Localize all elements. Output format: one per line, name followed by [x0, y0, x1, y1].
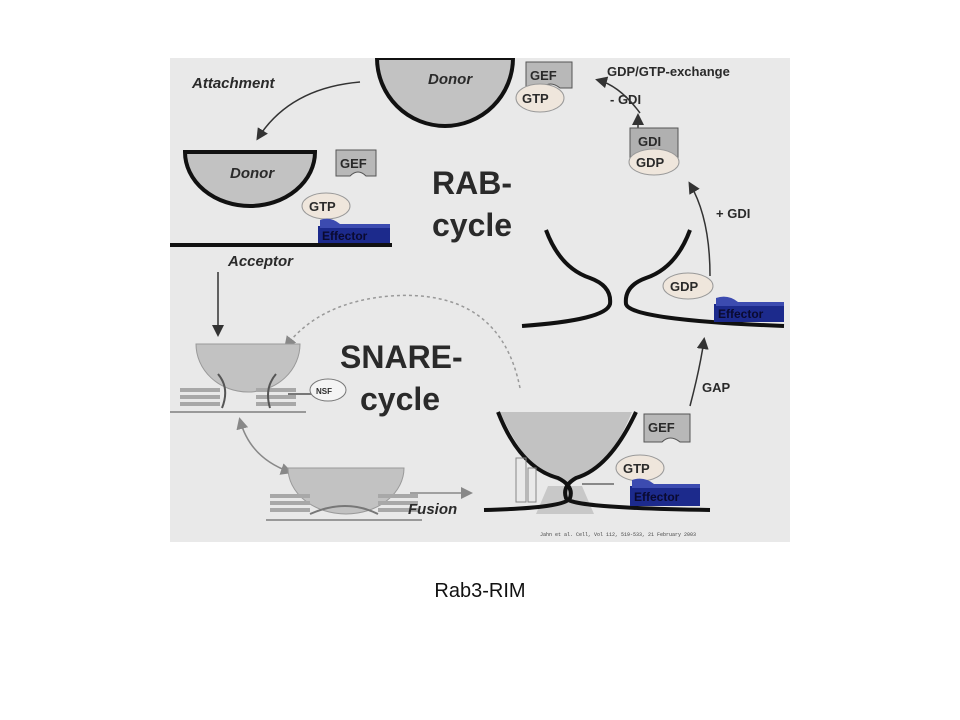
- minus-gdi-label: - GDI: [610, 92, 641, 107]
- docked-gtp-label: GTP: [309, 199, 336, 214]
- gdi-label: GDI: [638, 134, 661, 149]
- snare-docking-complex: NSF: [170, 343, 347, 413]
- acceptor-label: Acceptor: [227, 253, 294, 270]
- gdi-gdp-label: GDP: [636, 155, 665, 170]
- rab-cycle-title-line1: RAB-: [432, 165, 512, 201]
- docked-gef: GEF: [335, 149, 377, 177]
- attachment-label: Attachment: [191, 75, 276, 92]
- fusion-gef: GEF: [643, 413, 691, 443]
- fusion-gtp: GTP: [615, 454, 665, 482]
- top-gtp-label: GTP: [522, 91, 549, 106]
- docked-effector-label: Effector: [322, 229, 368, 243]
- post-fusion-membrane-left: [521, 229, 613, 328]
- top-donor-label: Donor: [428, 71, 473, 88]
- citation-text: Jahn et al. Cell, Vol 112, 519-533, 21 F…: [540, 532, 696, 538]
- post-fusion-effector: Effector: [714, 296, 784, 322]
- post-fusion-membrane-right: [623, 229, 785, 328]
- fusion-gef-label: GEF: [648, 420, 675, 435]
- slide-caption: Rab3-RIM: [434, 580, 526, 602]
- top-donor-vesicle: Donor: [374, 58, 516, 128]
- rab-cycle-title-line2: cycle: [432, 207, 512, 243]
- docking-hemifusion-arrow: [236, 417, 293, 475]
- top-gef: GEF: [525, 61, 573, 89]
- attachment-arrow: [256, 81, 361, 141]
- gdp-gtp-exchange-label: GDP/GTP-exchange: [607, 64, 730, 79]
- rab-snare-cycle-figure: Donor GEF GTP GDP/GTP-exchange - GDI Att…: [170, 58, 790, 542]
- fusion-label: Fusion: [408, 501, 457, 518]
- gap-label: GAP: [702, 380, 731, 395]
- nsf-label: NSF: [316, 387, 332, 396]
- hemifusion-complex: [266, 467, 422, 521]
- post-fusion-gdp: GDP: [662, 272, 714, 300]
- post-fusion-gdp-label: GDP: [670, 279, 699, 294]
- post-fusion-effector-label: Effector: [718, 307, 764, 321]
- snare-cycle-title-line1: SNARE-: [340, 339, 463, 375]
- fusion-effector-label: Effector: [634, 490, 680, 504]
- docked-effector: Effector: [318, 218, 390, 244]
- fusion-effector: Effector: [630, 478, 700, 506]
- fusing-vesicle: [483, 411, 711, 514]
- docked-gtp: GTP: [301, 192, 351, 220]
- exchange-arrow: [595, 76, 641, 114]
- top-gef-label: GEF: [530, 68, 557, 83]
- snare-cycle-title-line2: cycle: [360, 381, 440, 417]
- gdi-gdp-complex: GDI GDP: [628, 127, 680, 176]
- docked-gef-label: GEF: [340, 156, 367, 171]
- docked-donor-vesicle: Donor: [182, 150, 318, 208]
- gap-arrow: [689, 337, 709, 407]
- plus-gdi-arrow: [688, 181, 711, 277]
- snare-recycle-arrow: [284, 294, 521, 389]
- top-gtp: GTP: [515, 83, 565, 113]
- plus-gdi-label: + GDI: [716, 206, 750, 221]
- docked-donor-label: Donor: [230, 165, 275, 182]
- fusion-gtp-label: GTP: [623, 461, 650, 476]
